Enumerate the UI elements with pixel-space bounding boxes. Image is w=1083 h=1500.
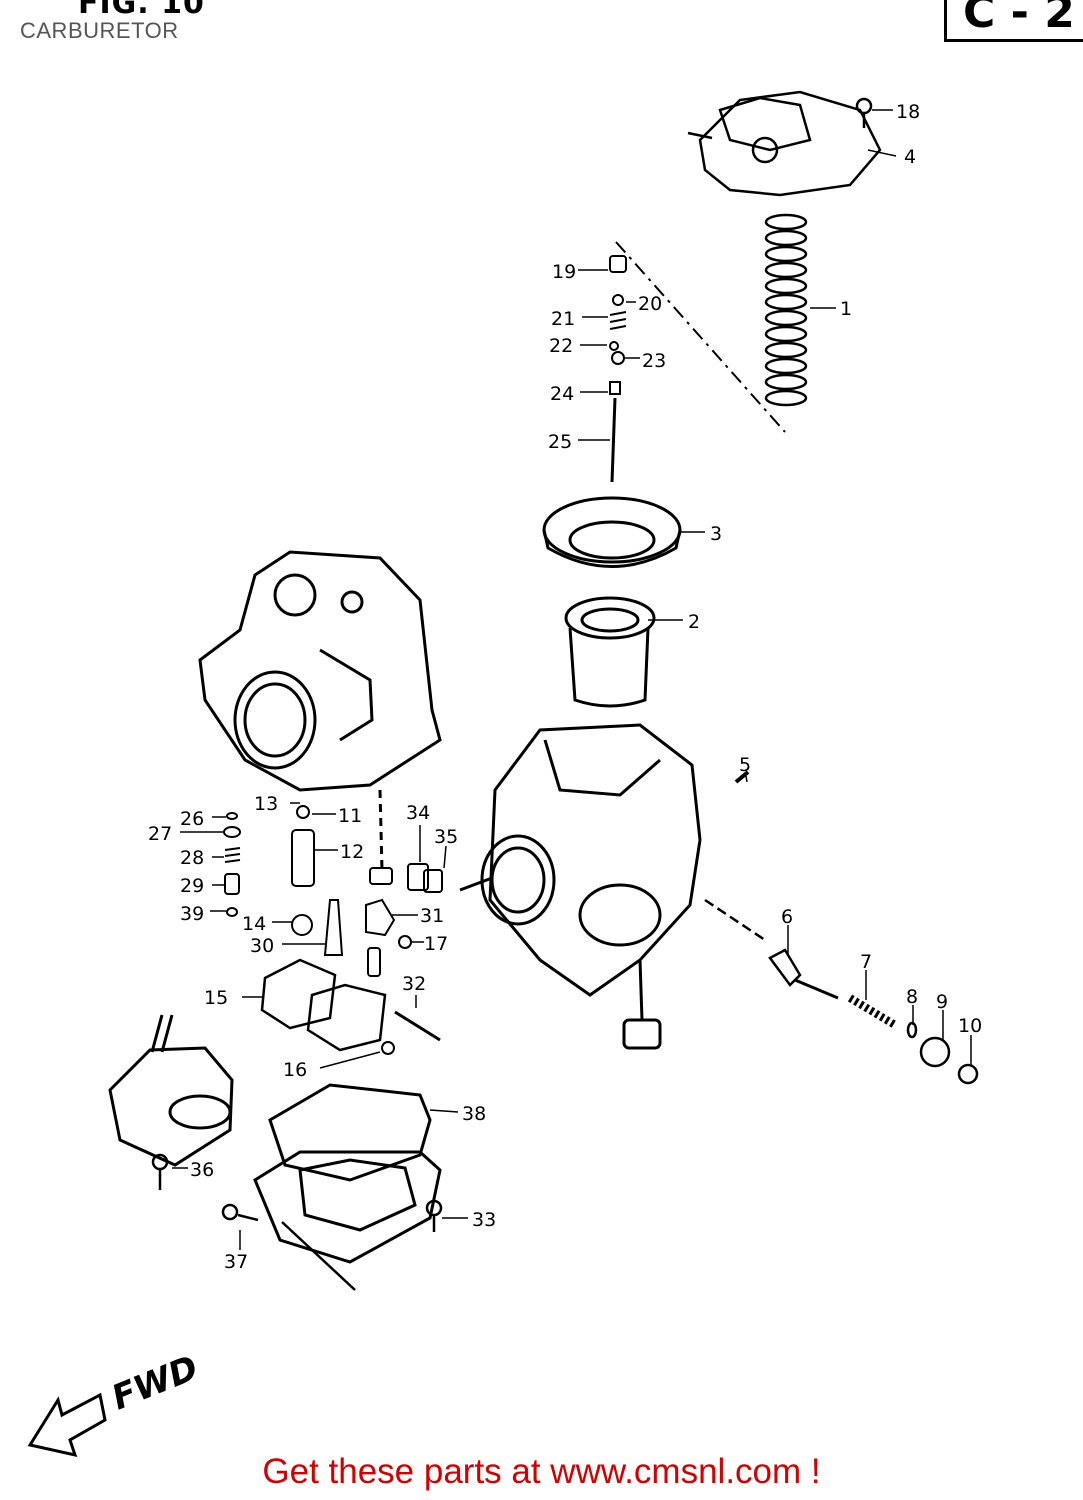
leader-lines: [172, 109, 972, 1250]
footer-link[interactable]: Get these parts at www.cmsnl.com !: [262, 1452, 821, 1491]
part-label-19: 19: [552, 261, 576, 283]
part-label-14: 14: [242, 913, 266, 935]
part-label-36: 36: [190, 1159, 214, 1181]
part-label-35: 35: [434, 826, 458, 848]
part-label-25: 25: [548, 431, 572, 453]
part-label-23: 23: [642, 350, 666, 372]
starter-plunger-assembly: [704, 770, 979, 1085]
diaphragm: [542, 496, 682, 568]
part-label-29: 29: [180, 875, 204, 897]
part-label-6: 6: [781, 906, 793, 928]
part-label-11: 11: [338, 805, 362, 827]
part-label-5: 5: [739, 754, 751, 776]
part-label-8: 8: [906, 986, 918, 1008]
part-label-32: 32: [402, 973, 426, 995]
part-label-38: 38: [462, 1103, 486, 1125]
part-label-28: 28: [180, 847, 204, 869]
part-label-26: 26: [180, 808, 204, 830]
part-label-3: 3: [710, 523, 722, 545]
part-label-4: 4: [904, 146, 916, 168]
part-label-10: 10: [958, 1015, 982, 1037]
part-label-20: 20: [638, 293, 662, 315]
part-label-33: 33: [472, 1209, 496, 1231]
part-label-30: 30: [250, 935, 274, 957]
part-label-16: 16: [283, 1059, 307, 1081]
part-label-24: 24: [550, 383, 574, 405]
spring: [764, 213, 808, 407]
fwd-label: FWD: [106, 1348, 203, 1418]
right-carburetor-body: [459, 723, 702, 1050]
figure-number: FIG. 10: [78, 0, 205, 21]
part-label-39: 39: [180, 903, 204, 925]
part-label-17: 17: [424, 933, 448, 955]
jet-parts-column: [223, 805, 443, 1055]
left-carburetor-body: [198, 550, 442, 871]
part-label-21: 21: [551, 308, 575, 330]
part-label-7: 7: [860, 951, 872, 973]
part-label-15: 15: [204, 987, 228, 1009]
float-chamber: [253, 1083, 442, 1291]
top-cover: [687, 90, 882, 197]
fwd-arrow-icon: [27, 1392, 107, 1458]
screw-18: [855, 97, 873, 128]
part-label-27: 27: [148, 823, 172, 845]
part-label-2: 2: [688, 611, 700, 633]
part-label-9: 9: [936, 991, 948, 1013]
part-label-13: 13: [254, 793, 278, 815]
section-code: C - 2: [944, 0, 1083, 42]
part-label-34: 34: [406, 802, 430, 824]
screws: [151, 1153, 443, 1232]
part-label-18: 18: [896, 101, 920, 123]
needle-leader-dashed: [615, 241, 786, 433]
part-label-37: 37: [224, 1251, 248, 1273]
part-label-31: 31: [420, 905, 444, 927]
piston: [564, 596, 656, 708]
needle-assembly: [609, 255, 627, 483]
part-label-1: 1: [840, 298, 852, 320]
solenoid-valve: [108, 1014, 234, 1167]
page-title: CARBURETOR: [20, 18, 179, 43]
part-label-12: 12: [340, 841, 364, 863]
part-label-22: 22: [549, 335, 573, 357]
float: [260, 958, 387, 1052]
